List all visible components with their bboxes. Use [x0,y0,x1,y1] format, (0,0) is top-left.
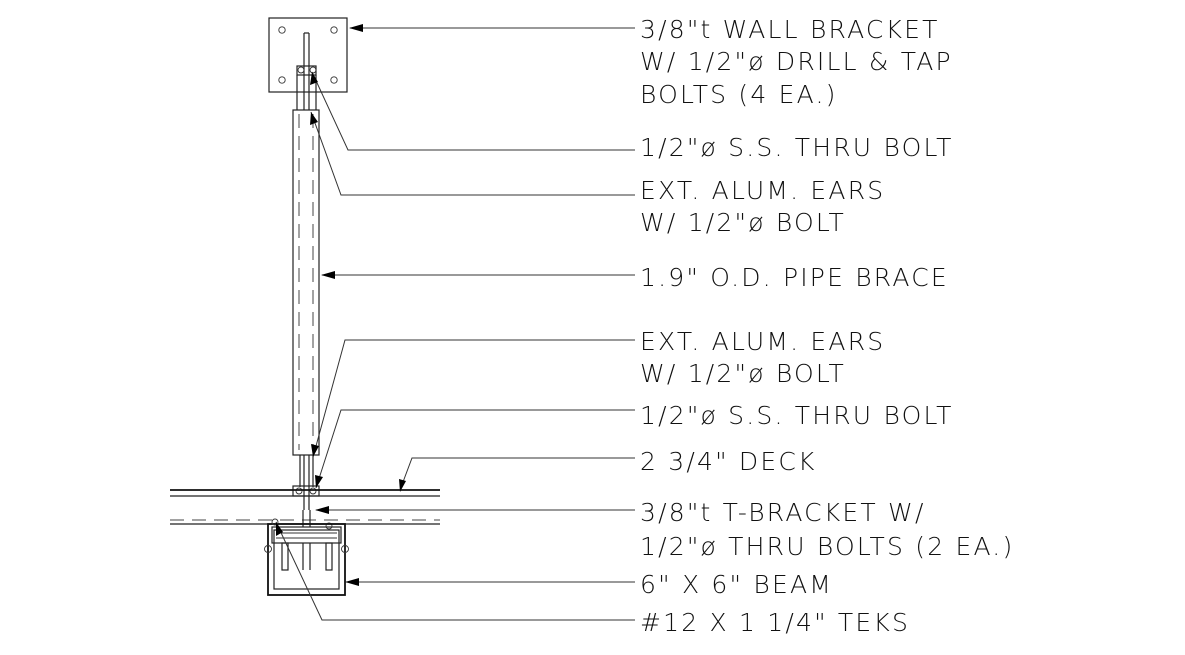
callout-pipe-brace: 1.9" O.D. PIPE BRACE [640,263,949,292]
callout-text-line: 1.9" O.D. PIPE BRACE [640,263,949,292]
t-bracket [271,510,342,571]
callout-text-line: 1/2"ø S.S. THRU BOLT [640,133,954,162]
callout-text-line: BOLTS (4 EA.) [640,80,838,109]
callout-ears-bottom: EXT. ALUM. EARS W/ 1/2"ø BOLT [640,327,885,388]
callout-wall-bracket: 3/8"t WALL BRACKET W/ 1/2"ø DRILL & TAP … [640,15,953,109]
callout-text-line: EXT. ALUM. EARS [640,176,885,205]
callout-text-line: EXT. ALUM. EARS [640,327,885,356]
callout-text-line: W/ 1/2"ø DRILL & TAP [640,47,953,76]
callout-text-line: 6" X 6" BEAM [640,570,833,599]
callout-beam: 6" X 6" BEAM [640,570,833,599]
metal-deck [170,489,440,525]
bottom-ears-assembly [292,455,320,510]
callout-text-line: 3/8"t T-BRACKET W/ [640,498,926,527]
callout-text-line: 1/2"ø S.S. THRU BOLT [640,401,954,430]
pipe-brace [292,109,320,456]
callout-thru-bolt-top: 1/2"ø S.S. THRU BOLT [640,133,954,162]
callout-text-line: 2 3/4" DECK [640,447,817,476]
callout-t-bracket: 3/8"t T-BRACKET W/ 1/2"ø THRU BOLTS (2 E… [640,498,1014,561]
callout-deck: 2 3/4" DECK [640,447,817,476]
callout-teks: #12 X 1 1/4" TEKS [640,608,910,637]
leader-lines [275,24,635,621]
callout-text-line: W/ 1/2"ø BOLT [640,208,846,237]
beam-6x6 [264,518,349,596]
wall-bracket-plate [268,17,348,93]
callout-text-line: 1/2"ø THRU BOLTS (2 EA.) [640,532,1014,561]
top-ears-assembly [296,32,317,110]
callout-text-line: 3/8"t WALL BRACKET [640,15,940,44]
callout-ears-top: EXT. ALUM. EARS W/ 1/2"ø BOLT [640,176,885,237]
callout-text-line: #12 X 1 1/4" TEKS [640,608,910,637]
callout-text-line: W/ 1/2"ø BOLT [640,359,846,388]
callout-thru-bolt-bottom: 1/2"ø S.S. THRU BOLT [640,401,954,430]
